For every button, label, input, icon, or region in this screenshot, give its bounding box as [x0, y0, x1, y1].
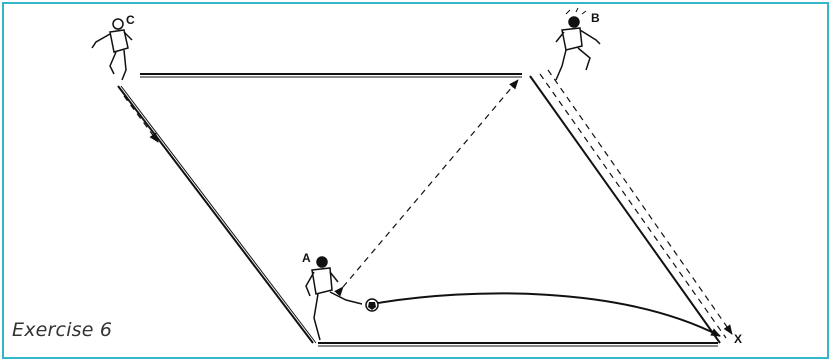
left-diagonal-line — [118, 86, 313, 343]
player-b-label: B — [591, 11, 600, 25]
player-a-icon — [306, 257, 362, 340]
run-b-to-x-line-1 — [540, 74, 726, 338]
run-b-to-x-line-2 — [548, 70, 732, 334]
player-c-icon — [92, 19, 132, 80]
run-c-arrow — [124, 96, 158, 142]
left-diagonal-line-inner — [121, 86, 316, 343]
ball-icon — [366, 299, 378, 311]
right-diagonal-line — [530, 76, 720, 343]
target-x-label: X — [734, 332, 742, 346]
player-a-label: A — [302, 251, 311, 265]
ball-path-arrow — [378, 293, 720, 336]
player-c-label: C — [126, 13, 135, 27]
figure-caption: Exercise 6 — [12, 319, 112, 341]
pass-a-to-b-arrow — [343, 80, 518, 287]
dashed-paths — [124, 70, 732, 338]
